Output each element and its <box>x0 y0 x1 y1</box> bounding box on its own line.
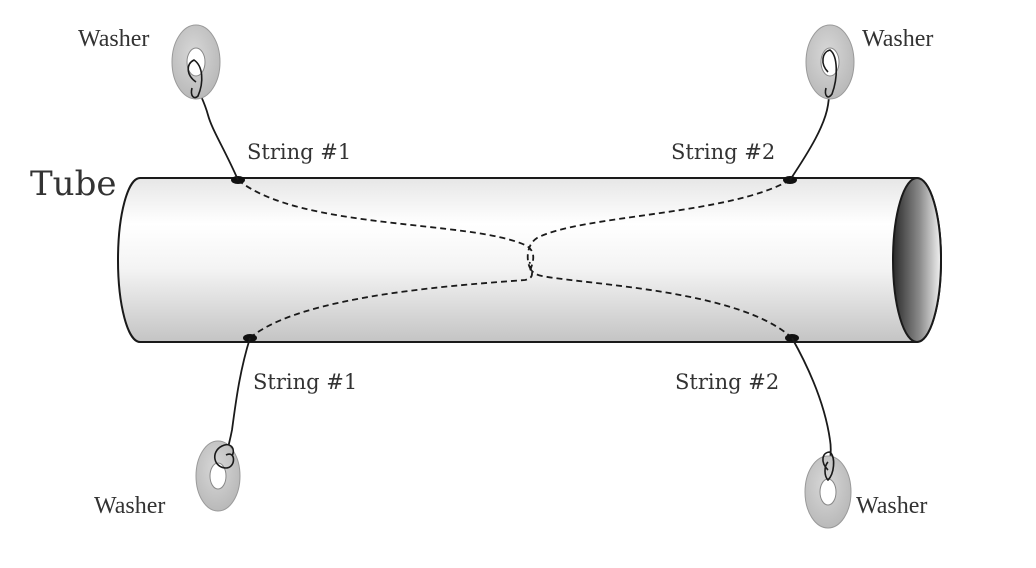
external-string-s1-bottom <box>225 337 251 456</box>
string-label-1-top: String #1 <box>247 140 352 164</box>
internal-string-1-top <box>237 179 535 273</box>
internal-string-2-bottom <box>528 261 793 339</box>
washer-label-bottom-left: Washer <box>94 493 166 519</box>
washer-bottom-right <box>804 451 852 529</box>
washer-top-right <box>805 24 855 100</box>
string-label-1-bottom: String #1 <box>253 370 358 394</box>
tube-body <box>117 177 942 343</box>
string-label-2-bottom: String #2 <box>675 370 780 394</box>
internal-string-1-bottom <box>249 265 533 339</box>
washer-label-top-right: Washer <box>862 26 934 52</box>
external-string-s2-bottom <box>791 337 832 471</box>
washer-label-top-left: Washer <box>78 26 150 52</box>
internal-strings <box>237 179 793 339</box>
tube-opening <box>892 177 942 343</box>
washer-top-left <box>171 24 221 100</box>
tube-label: Tube <box>30 164 117 204</box>
string-label-2-top: String #2 <box>671 140 776 164</box>
tube <box>117 177 942 343</box>
internal-string-2-top <box>526 179 791 269</box>
washer-bottom-left <box>195 440 241 512</box>
washer-label-bottom-right: Washer <box>856 493 928 519</box>
